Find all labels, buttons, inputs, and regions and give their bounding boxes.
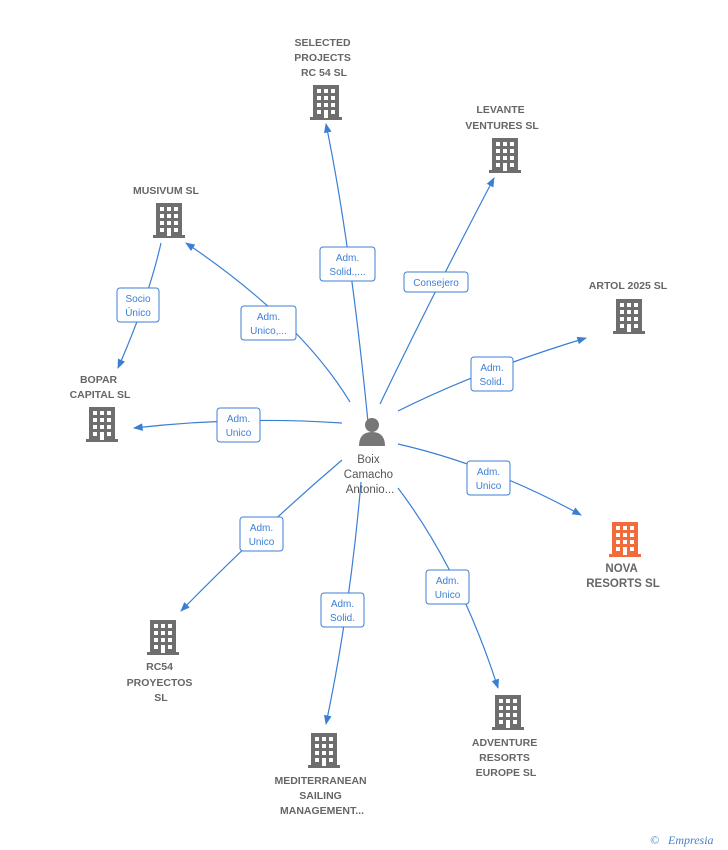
company-label: RC54 PROYECTOS SL [127,661,196,704]
company-label: NOVA RESORTS SL [586,563,659,590]
person-icon [359,418,385,446]
svg-text:Adm.Unico,...: Adm.Unico,... [250,312,287,337]
building-icon [609,522,641,557]
company-selected-projects[interactable]: SELECTED PROJECTS RC 54 SL [294,37,354,120]
relation-selected-projects[interactable]: Adm.Solid.,... [319,246,376,282]
company-label: ADVENTURE RESORTS EUROPE SL [472,737,540,779]
company-rc54-proyectos[interactable]: RC54 PROYECTOS SL [127,620,196,704]
relation-bopar[interactable]: Adm.Unico [216,407,261,443]
relation-mediterranean[interactable]: Adm.Solid. [320,592,365,628]
company-adventure-resorts[interactable]: ADVENTURE RESORTS EUROPE SL [472,695,540,779]
building-icon [308,733,340,768]
relation-nova[interactable]: Adm.Unico [466,460,511,496]
company-label: SELECTED PROJECTS RC 54 SL [294,37,354,79]
company-artol-2025[interactable]: ARTOL 2025 SL [589,280,668,334]
svg-text:Adm.Unico: Adm.Unico [249,523,275,548]
relation-rc54[interactable]: Adm.Unico [239,516,284,552]
svg-text:Adm.Unico: Adm.Unico [476,467,502,492]
building-icon [86,407,118,442]
svg-text:Consejero: Consejero [413,278,459,289]
svg-text:Adm.Solid.: Adm.Solid. [330,599,355,624]
center-person-label: Boix Camacho Antonio... [344,454,396,496]
company-bopar-capital[interactable]: BOPAR CAPITAL SL [70,374,131,442]
company-musivum[interactable]: MUSIVUM SL [133,185,200,238]
company-label: BOPAR CAPITAL SL [70,374,131,401]
relation-levante-ventures[interactable]: Consejero [403,271,469,293]
company-label: MUSIVUM SL [133,185,200,197]
center-person[interactable]: Boix Camacho Antonio... [344,418,396,496]
company-label: ARTOL 2025 SL [589,280,668,292]
building-icon [310,85,342,120]
relation-artol[interactable]: Adm.Solid. [470,356,514,392]
svg-text:Adm.Unico: Adm.Unico [435,576,461,601]
relation-adventure[interactable]: Adm.Unico [425,569,470,605]
company-label: LEVANTE VENTURES SL [465,104,539,132]
company-levante-ventures[interactable]: LEVANTE VENTURES SL [465,104,539,173]
company-label: MEDITERRANEAN SAILING MANAGEMENT... [274,775,369,817]
building-icon [153,203,185,238]
building-icon [492,695,524,730]
company-mediterranean-sailing[interactable]: MEDITERRANEAN SAILING MANAGEMENT... [274,733,369,817]
brand-logo: Empresia [667,833,714,847]
relation-musivum[interactable]: Adm.Unico,... [240,305,297,341]
svg-text:Adm.Unico: Adm.Unico [226,414,252,439]
copyright-icon: © [650,833,659,847]
building-icon [489,138,521,173]
company-nova-resorts[interactable]: NOVA RESORTS SL [586,522,660,590]
building-icon [147,620,179,655]
edge-levante-ventures [379,177,495,405]
svg-text:Adm.Solid.,...: Adm.Solid.,... [329,253,365,278]
watermark: © Empresia [650,833,714,847]
svg-text:Adm.Solid.: Adm.Solid. [479,363,504,388]
building-icon [613,299,645,334]
